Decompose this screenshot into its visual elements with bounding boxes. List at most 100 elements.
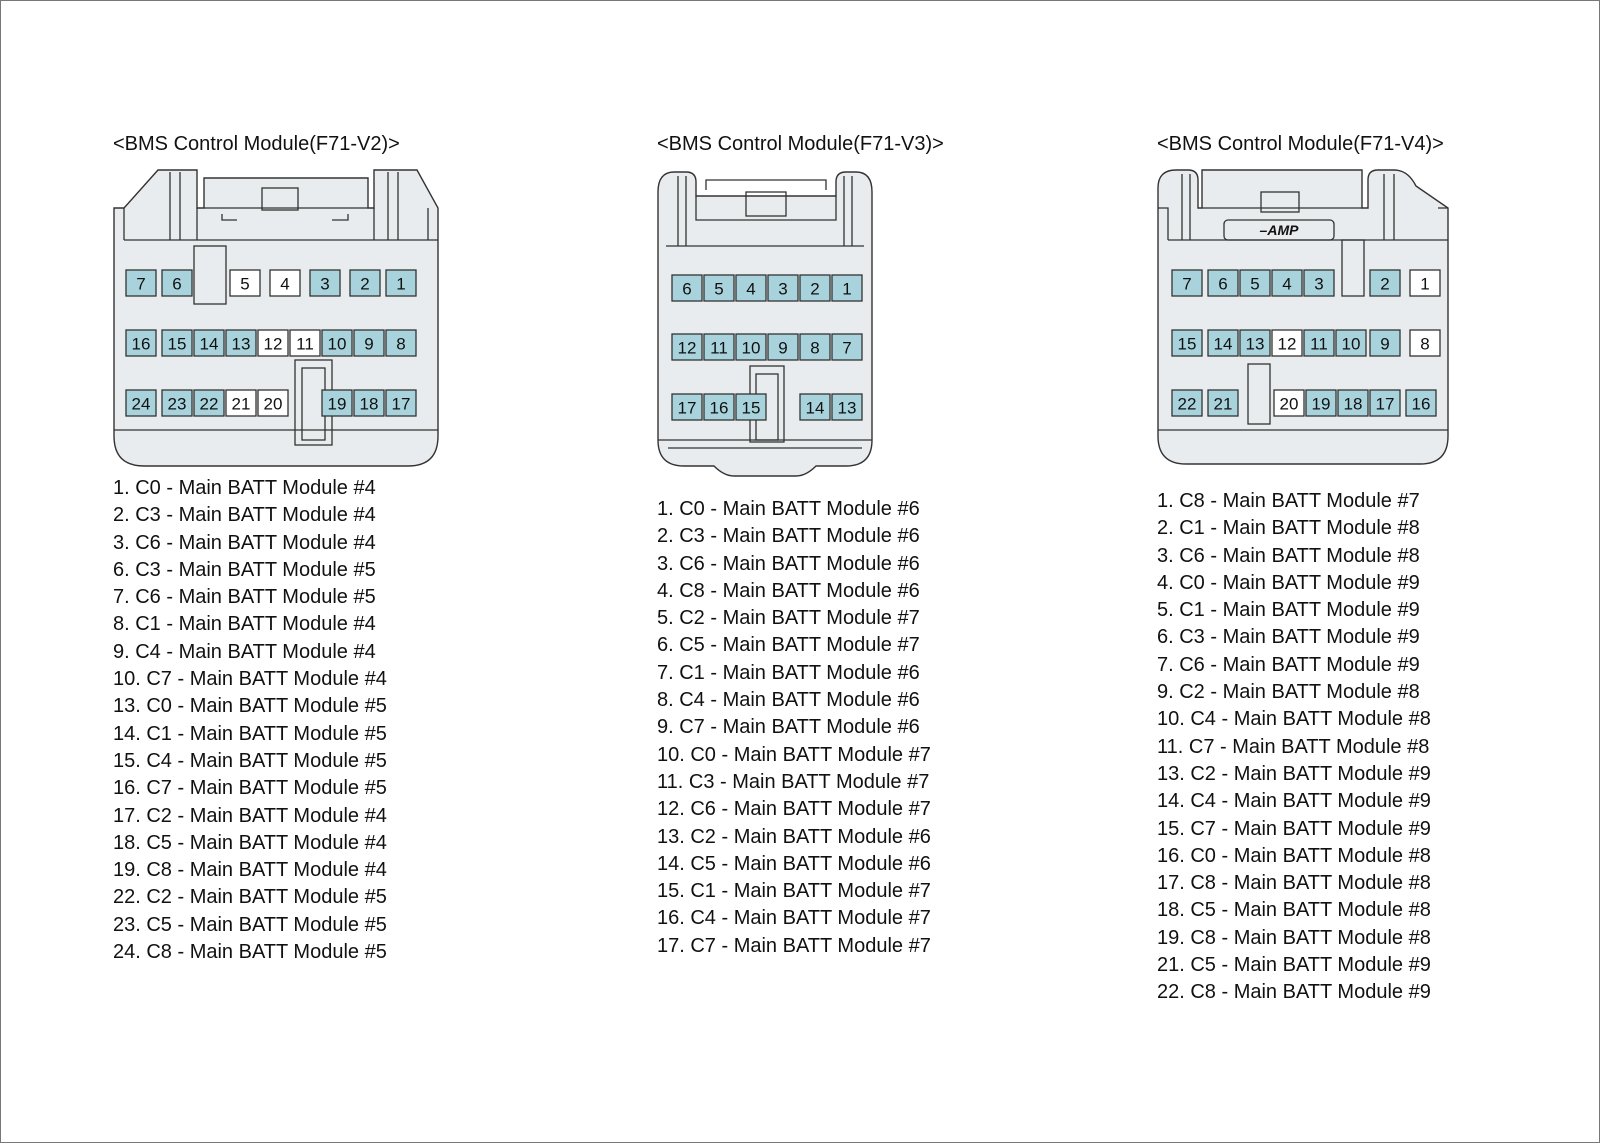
pin-cell: 11 (703, 333, 735, 361)
pin-assignment: 1. C0 - Main BATT Module #6 (657, 498, 920, 520)
pin-assignment: 9. C7 - Main BATT Module #6 (657, 716, 920, 739)
pin-box (161, 329, 193, 357)
pin-box (1171, 269, 1203, 297)
pin-number: 5 (1250, 275, 1259, 294)
pin-box (1171, 329, 1203, 357)
pin-number: 11 (1310, 335, 1328, 354)
pin-assignment: 22. C8 - Main BATT Module #9 (1157, 981, 1431, 1004)
pin-box (831, 393, 863, 421)
pin-number: 17 (392, 395, 411, 414)
pin-assignment: 19. C8 - Main BATT Module #4 (113, 859, 387, 882)
pin-cell: 14 (799, 393, 831, 421)
pin-cell: 4 (1271, 269, 1303, 297)
pin-box (799, 333, 831, 361)
pin-number: 8 (1420, 335, 1429, 354)
pin-box (1409, 269, 1441, 297)
connector-v2-title: <BMS Control Module(F71-V2)> (113, 133, 400, 155)
pin-number: 14 (1214, 335, 1233, 354)
pin-cell: 8 (385, 329, 417, 357)
pin-box (161, 269, 193, 297)
pin-cell: 14 (193, 329, 225, 357)
pin-number: 13 (232, 335, 251, 354)
pin-cell: 1 (1409, 269, 1441, 297)
pin-number: 3 (320, 275, 329, 294)
pin-box (321, 329, 353, 357)
pin-number: 11 (710, 339, 728, 358)
pin-box (257, 389, 289, 417)
pin-box (257, 329, 289, 357)
pin-number: 11 (296, 335, 314, 354)
pin-assignment: 15. C7 - Main BATT Module #9 (1157, 817, 1431, 840)
pin-assignment: 1. C0 - Main BATT Module #4 (113, 477, 376, 499)
pin-assignment: 8. C1 - Main BATT Module #4 (113, 613, 376, 636)
pin-box (125, 389, 157, 417)
pin-box (1239, 269, 1271, 297)
pin-cell: 22 (193, 389, 225, 417)
pin-assignment: 10. C7 - Main BATT Module #4 (113, 668, 387, 691)
pin-cell: 19 (321, 389, 353, 417)
pin-assignment: 10. C4 - Main BATT Module #8 (1157, 708, 1431, 731)
pin-number: 14 (806, 399, 825, 418)
pin-box (1207, 389, 1239, 417)
pin-cell: 21 (1207, 389, 1239, 417)
pin-cell: 18 (1337, 389, 1369, 417)
pin-box (735, 393, 767, 421)
pin-box (1337, 389, 1369, 417)
pin-box (385, 389, 417, 417)
pin-number: 6 (172, 275, 181, 294)
pin-number: 6 (1218, 275, 1227, 294)
pin-number: 5 (240, 275, 249, 294)
pin-assignment: 5. C1 - Main BATT Module #9 (1157, 599, 1420, 622)
pin-assignment: 4. C8 - Main BATT Module #6 (657, 579, 920, 602)
pin-cell: 18 (353, 389, 385, 417)
pin-number: 15 (1178, 335, 1197, 354)
pin-box (799, 393, 831, 421)
pin-assignment: 3. C6 - Main BATT Module #8 (1157, 544, 1420, 567)
pin-box (1271, 329, 1303, 357)
pin-number: 24 (132, 395, 151, 414)
pin-cell: 11 (1303, 329, 1335, 357)
amp-logo: –AMP (1260, 222, 1300, 238)
pin-box (1171, 389, 1203, 417)
pin-box (703, 333, 735, 361)
pin-box (1369, 269, 1401, 297)
pin-number: 7 (136, 275, 145, 294)
pin-cell: 3 (1303, 269, 1335, 297)
pin-number: 9 (364, 335, 373, 354)
pin-box (1303, 269, 1335, 297)
pin-number: 8 (810, 339, 819, 358)
pin-number: 18 (360, 395, 379, 414)
pin-box (767, 274, 799, 302)
pin-assignment: 6. C5 - Main BATT Module #7 (657, 634, 920, 657)
pin-cell: 17 (1369, 389, 1401, 417)
pin-number: 10 (742, 339, 761, 358)
pin-box (229, 269, 261, 297)
pin-cell: 10 (321, 329, 353, 357)
pin-cell: 2 (349, 269, 381, 297)
pin-box (349, 269, 381, 297)
pin-box (799, 274, 831, 302)
pin-box (703, 393, 735, 421)
pin-number: 22 (200, 395, 219, 414)
pin-box (1409, 329, 1441, 357)
pin-assignment: 18. C5 - Main BATT Module #4 (113, 831, 387, 854)
pin-cell: 13 (1239, 329, 1271, 357)
pin-assignment: 11. C7 - Main BATT Module #8 (1157, 735, 1430, 758)
pin-number: 9 (1380, 335, 1389, 354)
pin-assignment: 4. C0 - Main BATT Module #9 (1157, 571, 1420, 594)
pin-cell: 1 (385, 269, 417, 297)
pin-box (735, 274, 767, 302)
pin-cell: 4 (735, 274, 767, 302)
pin-number: 10 (328, 335, 347, 354)
pin-assignment: 19. C8 - Main BATT Module #8 (1157, 926, 1431, 949)
pin-assignment: 11. C3 - Main BATT Module #7 (657, 770, 930, 793)
pin-box (767, 333, 799, 361)
pin-number: 13 (838, 399, 857, 418)
pin-cell: 20 (1273, 389, 1305, 417)
pin-cell: 3 (309, 269, 341, 297)
pin-cell: 15 (161, 329, 193, 357)
pin-box (1207, 329, 1239, 357)
pin-box (353, 389, 385, 417)
